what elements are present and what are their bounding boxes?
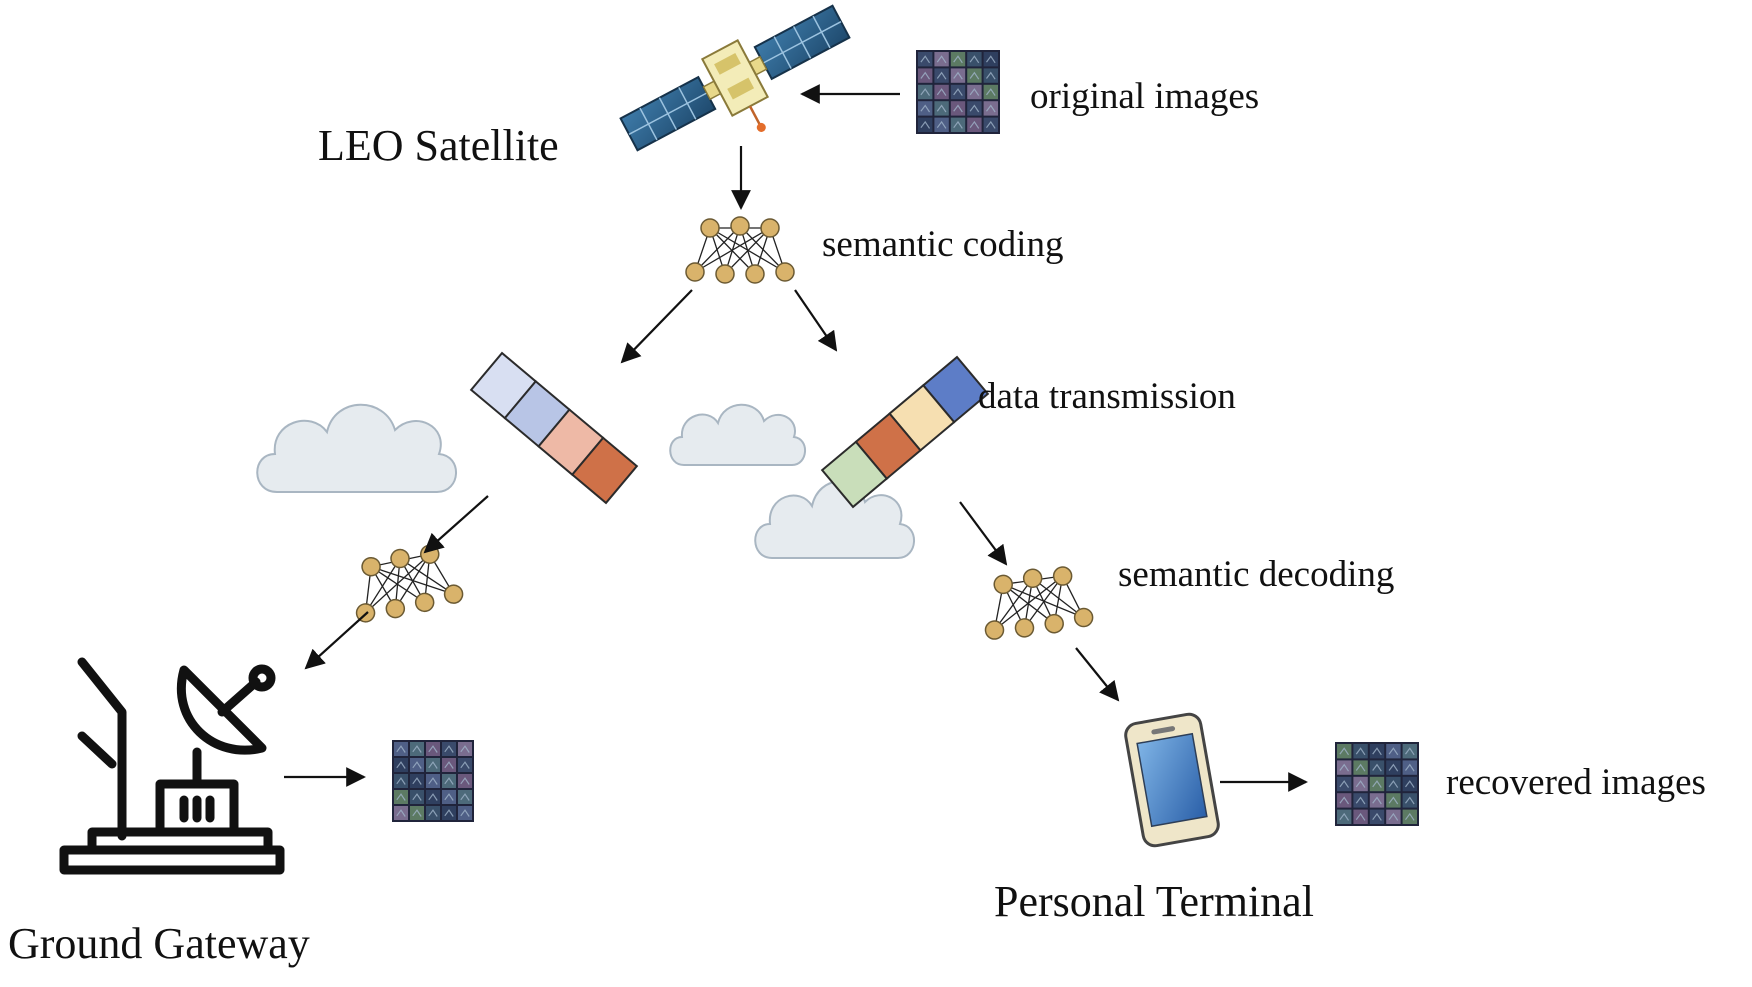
image-grid-icon-ground bbox=[392, 740, 474, 822]
arrow-coding-to-left-packet bbox=[620, 289, 693, 364]
recovered-images-label: recovered images bbox=[1446, 762, 1706, 803]
leo-satellite-label: LEO Satellite bbox=[318, 121, 559, 170]
cloud-icon-middle bbox=[669, 403, 806, 466]
nn-node bbox=[443, 584, 464, 604]
data-packet-left bbox=[469, 351, 639, 505]
nn-node bbox=[1044, 613, 1064, 634]
ground-gateway-label: Ground Gateway bbox=[8, 919, 310, 968]
nn-node bbox=[1022, 568, 1043, 588]
phone-icon bbox=[1124, 712, 1220, 848]
nn-node bbox=[414, 592, 435, 613]
nn-node bbox=[1073, 607, 1094, 628]
neural-network-icon-gateway bbox=[355, 544, 464, 623]
semantic-coding-label: semantic coding bbox=[822, 224, 1064, 265]
arrow-decoding-to-phone bbox=[1075, 647, 1120, 702]
nn-node bbox=[715, 264, 735, 284]
image-grid-icon-recovered bbox=[1335, 742, 1419, 826]
neural-network-icon-coding bbox=[685, 216, 795, 284]
nn-node bbox=[993, 574, 1013, 595]
cloud-icon-right bbox=[754, 480, 915, 559]
nn-node bbox=[385, 598, 406, 619]
arrow-coding-to-right-packet bbox=[794, 289, 838, 352]
neural-network-icon-decoding bbox=[984, 566, 1094, 640]
nn-node bbox=[760, 218, 780, 238]
arrow-left-packet-to-gateway-nn bbox=[423, 495, 489, 554]
image-grid-icon-original bbox=[916, 50, 1000, 134]
original-images-label: original images bbox=[1030, 76, 1260, 117]
nn-node bbox=[775, 262, 795, 282]
nn-node bbox=[700, 218, 720, 238]
packet-cell bbox=[820, 440, 889, 509]
nn-node bbox=[745, 264, 765, 284]
nn-node bbox=[685, 262, 705, 282]
nn-node bbox=[1052, 566, 1073, 586]
arrow-gateway-nn-to-station bbox=[304, 611, 369, 670]
flow-arrows bbox=[284, 84, 1308, 792]
data-packet-right bbox=[820, 355, 990, 509]
ground-station-icon bbox=[59, 657, 285, 875]
data-transmission-label: data transmission bbox=[978, 376, 1236, 417]
personal-terminal-label: Personal Terminal bbox=[994, 877, 1314, 926]
cloud-icon-left bbox=[256, 403, 457, 493]
nn-node bbox=[730, 216, 750, 236]
nn-node bbox=[361, 556, 381, 577]
nn-node bbox=[1014, 618, 1035, 638]
nn-node bbox=[390, 548, 410, 569]
satellite-icon bbox=[619, 4, 851, 152]
packet-cell bbox=[570, 436, 639, 505]
arrow-right-packet-to-decoding-nn bbox=[959, 501, 1008, 566]
nn-node bbox=[984, 620, 1005, 640]
semantic-decoding-label: semantic decoding bbox=[1118, 554, 1395, 595]
